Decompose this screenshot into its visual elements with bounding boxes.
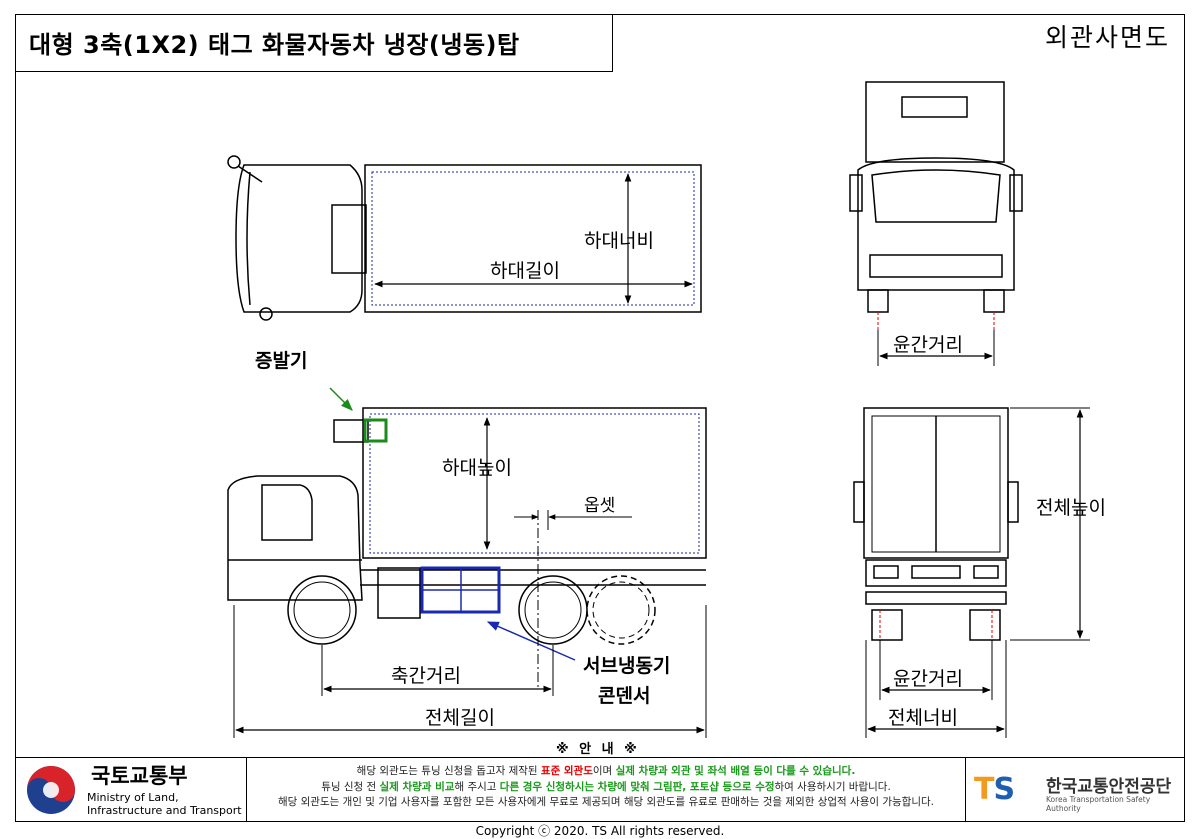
footer: 국토교통부 Ministry of Land, Infrastructure a… [15,757,1185,822]
ministry-name-en: Ministry of Land, Infrastructure and Tra… [87,791,242,817]
front-view [849,81,1023,313]
cargo-height-label: 하대높이 [442,457,512,479]
copyright: Copyright ⓒ 2020. TS All rights reserved… [475,824,725,838]
ministry-name-ko: 국토교통부 [91,764,188,788]
overall-width-label: 전체너비 [888,707,958,729]
offset-label: 옵셋 [584,496,615,516]
overall-height-label: 전체높이 [1036,497,1106,519]
evaporator-label: 증발기 [255,350,307,372]
ts-logo: TS [974,772,1015,807]
ts-name-ko: 한국교통안전공단 [1046,777,1172,797]
notice-text: 해당 외관도는 튜닝 신청을 돕고자 제작된 표준 외관도이며 실제 차량과 외… [247,758,965,821]
drawing-frame [15,14,1185,822]
guide-heading: ※ 안 내 ※ [556,742,640,757]
top-view [227,155,702,321]
track-front-label: 윤간거리 [893,334,963,356]
ministry-name-en-line2: Infrastructure and Transport [87,804,242,817]
notice-line-3: 해당 외관도는 개인 및 기업 사용자를 포함한 모든 사용자에게 무료로 제공… [277,796,934,808]
notice-line-1: 해당 외관도는 튜닝 신청을 돕고자 제작된 표준 외관도이며 실제 차량과 외… [356,765,856,777]
cargo-length-label: 하대길이 [490,260,560,282]
overall-length-label: 전체길이 [425,707,495,729]
ts-name-en: Korea Transportation Safety Authority [1046,795,1151,813]
ministry-name-en-line1: Ministry of Land, [87,791,179,804]
rear-view [853,407,1019,641]
sub-condenser-label-1: 서브냉동기 [583,655,670,677]
ministry-logo-block: 국토교통부 Ministry of Land, Infrastructure a… [15,758,247,821]
sub-condenser-label-2: 콘덴서 [598,685,650,707]
view-label: 외관사면도 [1044,23,1170,52]
side-view [227,407,707,645]
notice-line-2: 튜닝 신청 전 실제 차량과 비교해 주시고 다른 경우 신청하시는 차량에 맞… [321,780,891,793]
ts-logo-block: TS 한국교통안전공단 Korea Transportation Safety … [965,758,1183,821]
page-title: 대형 3축(1X2) 태그 화물자동차 냉장(냉동)탑 [15,14,613,72]
track-rear-label: 윤간거리 [893,668,963,690]
evaporator-marker [363,418,388,443]
wheelbase-label: 축간거리 [391,665,461,687]
ministry-emblem-icon [27,766,75,814]
cargo-width-label: 하대너비 [584,230,654,252]
